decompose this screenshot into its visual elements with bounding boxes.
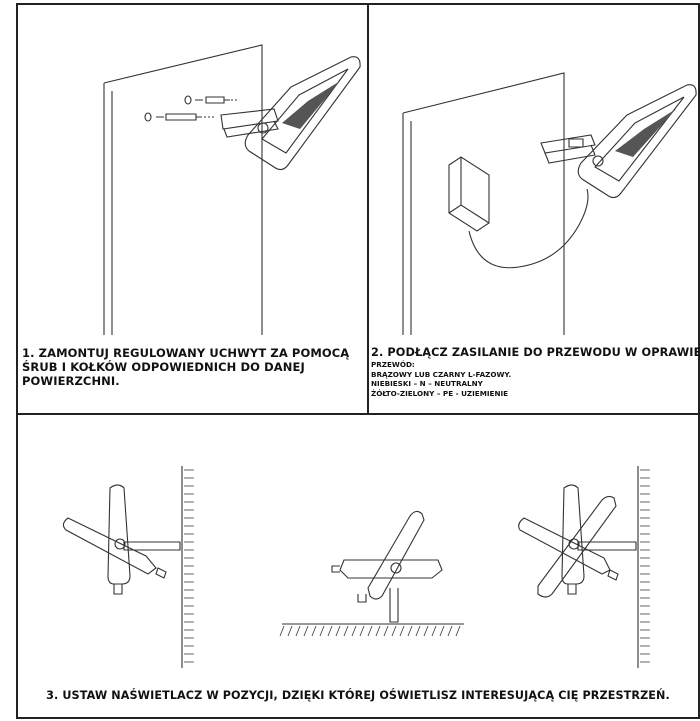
step1-line-1: 1. ZAMONTUJ REGULOWANY UCHWYT ZA POMOCĄ (22, 346, 350, 360)
wall-hatch (184, 469, 194, 663)
step1-line-3: POWIERZCHNI. (22, 374, 120, 388)
step2-title: 2. PODŁĄCZ ZASILANIE DO PRZEWODU W OPRAW… (371, 346, 700, 359)
power-supply-icon (448, 156, 490, 232)
step1-illustration (103, 44, 361, 335)
ground-mount-position (279, 510, 464, 637)
step2-instruction: 2. PODŁĄCZ ZASILANIE DO PRZEWODU W OPRAW… (371, 346, 700, 398)
step3-illustration (62, 466, 650, 668)
step3-title: 3. USTAW NAŚWIETLACZ W POZYCJI, DZIĘKI K… (46, 689, 670, 702)
instruction-sheet-frame (16, 3, 700, 719)
dowel-icon (144, 112, 202, 122)
wire-line-1: PRZEWÓD: (371, 360, 415, 369)
floodlight-icon (577, 84, 697, 199)
step2-illustration (402, 72, 697, 335)
wire-line-2: BRĄZOWY LUB CZARNY L-FAZOWY. (371, 369, 512, 379)
floodlight-icon (244, 56, 361, 171)
wall-mount-position-1 (62, 466, 194, 668)
panel-divider-horizontal (16, 413, 700, 415)
panel-divider-vertical (367, 3, 369, 415)
wire-line-4: ŻÓŁTO-ZIELONY – PE - UZIEMIENIE (371, 388, 509, 398)
step1-instruction: 1. ZAMONTUJ REGULOWANY UCHWYT ZA POMOCĄ … (22, 346, 362, 388)
wire-line-3: NIEBIESKI – N – NEUTRALNY (371, 379, 483, 388)
wall-mount-position-2 (518, 466, 650, 668)
step1-line-2: ŚRUB I KOŁKÓW ODPOWIEDNICH DO DANEJ (22, 360, 305, 374)
screw-icon (184, 95, 230, 105)
